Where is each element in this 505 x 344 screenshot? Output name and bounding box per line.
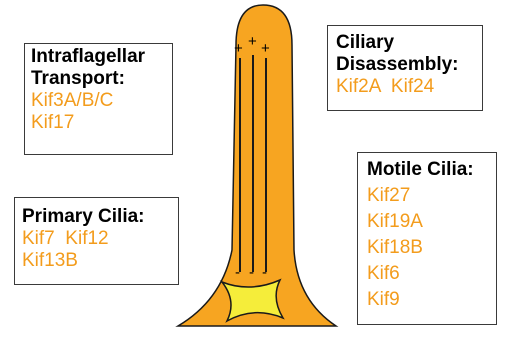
ift-title-line1: Intraflagellar [31, 46, 172, 68]
cilium-shaft [178, 5, 336, 326]
ift-item-kif3: Kif3A/B/C [31, 90, 172, 112]
motile-item-kif9: Kif9 [367, 287, 496, 313]
ift-title-line2: Transport: [31, 68, 172, 90]
plus-end-sign-3: + [261, 40, 270, 57]
ift-box: Intraflagellar Transport: Kif3A/B/C Kif1… [24, 43, 173, 155]
ift-item-kif17: Kif17 [31, 112, 172, 134]
primary-cilia-box: Primary Cilia: Kif7 Kif12 Kif13B [14, 197, 179, 285]
primary-cilia-row2: Kif13B [22, 250, 178, 272]
minus-end-sign-2: - [249, 264, 254, 281]
disassembly-title-line1: Ciliary [336, 32, 482, 54]
disassembly-row1: Kif2A Kif24 [336, 76, 482, 98]
motile-item-kif27: Kif27 [367, 183, 496, 209]
disassembly-box: Ciliary Disassembly: Kif2A Kif24 [327, 25, 483, 111]
minus-end-sign-3: - [262, 264, 267, 281]
primary-cilia-row1: Kif7 Kif12 [22, 228, 178, 250]
motile-item-kif6: Kif6 [367, 261, 496, 287]
motile-item-kif18b: Kif18B [367, 235, 496, 261]
motile-cilia-title: Motile Cilia: [367, 159, 496, 181]
plus-end-sign-1: + [234, 40, 243, 57]
motile-item-kif19a: Kif19A [367, 209, 496, 235]
disassembly-title-line2: Disassembly: [336, 54, 482, 76]
plus-end-sign-2: + [248, 33, 257, 50]
primary-cilia-title: Primary Cilia: [22, 206, 178, 228]
minus-end-sign-1: - [235, 264, 240, 281]
motile-cilia-box: Motile Cilia: Kif27 Kif19A Kif18B Kif6 K… [357, 152, 497, 325]
